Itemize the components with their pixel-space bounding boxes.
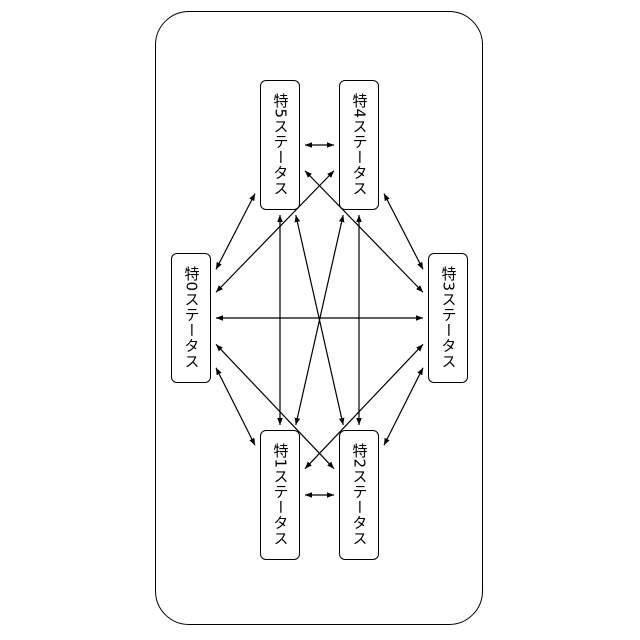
status-node-label: 特4ステータス xyxy=(352,93,367,196)
status-node-2: 特2ステータス xyxy=(339,430,379,560)
status-node-1: 特1ステータス xyxy=(260,430,300,560)
status-node-5: 特5ステータス xyxy=(260,80,300,210)
status-node-3: 特3ステータス xyxy=(428,253,468,383)
status-node-4: 特4ステータス xyxy=(339,80,379,210)
status-node-label: 特2ステータス xyxy=(352,443,367,546)
status-node-label: 特5ステータス xyxy=(273,93,288,196)
status-node-label: 特3ステータス xyxy=(441,266,456,369)
status-node-label: 特0ステータス xyxy=(184,266,199,369)
status-node-0: 特0ステータス xyxy=(171,253,211,383)
status-node-label: 特1ステータス xyxy=(273,443,288,546)
